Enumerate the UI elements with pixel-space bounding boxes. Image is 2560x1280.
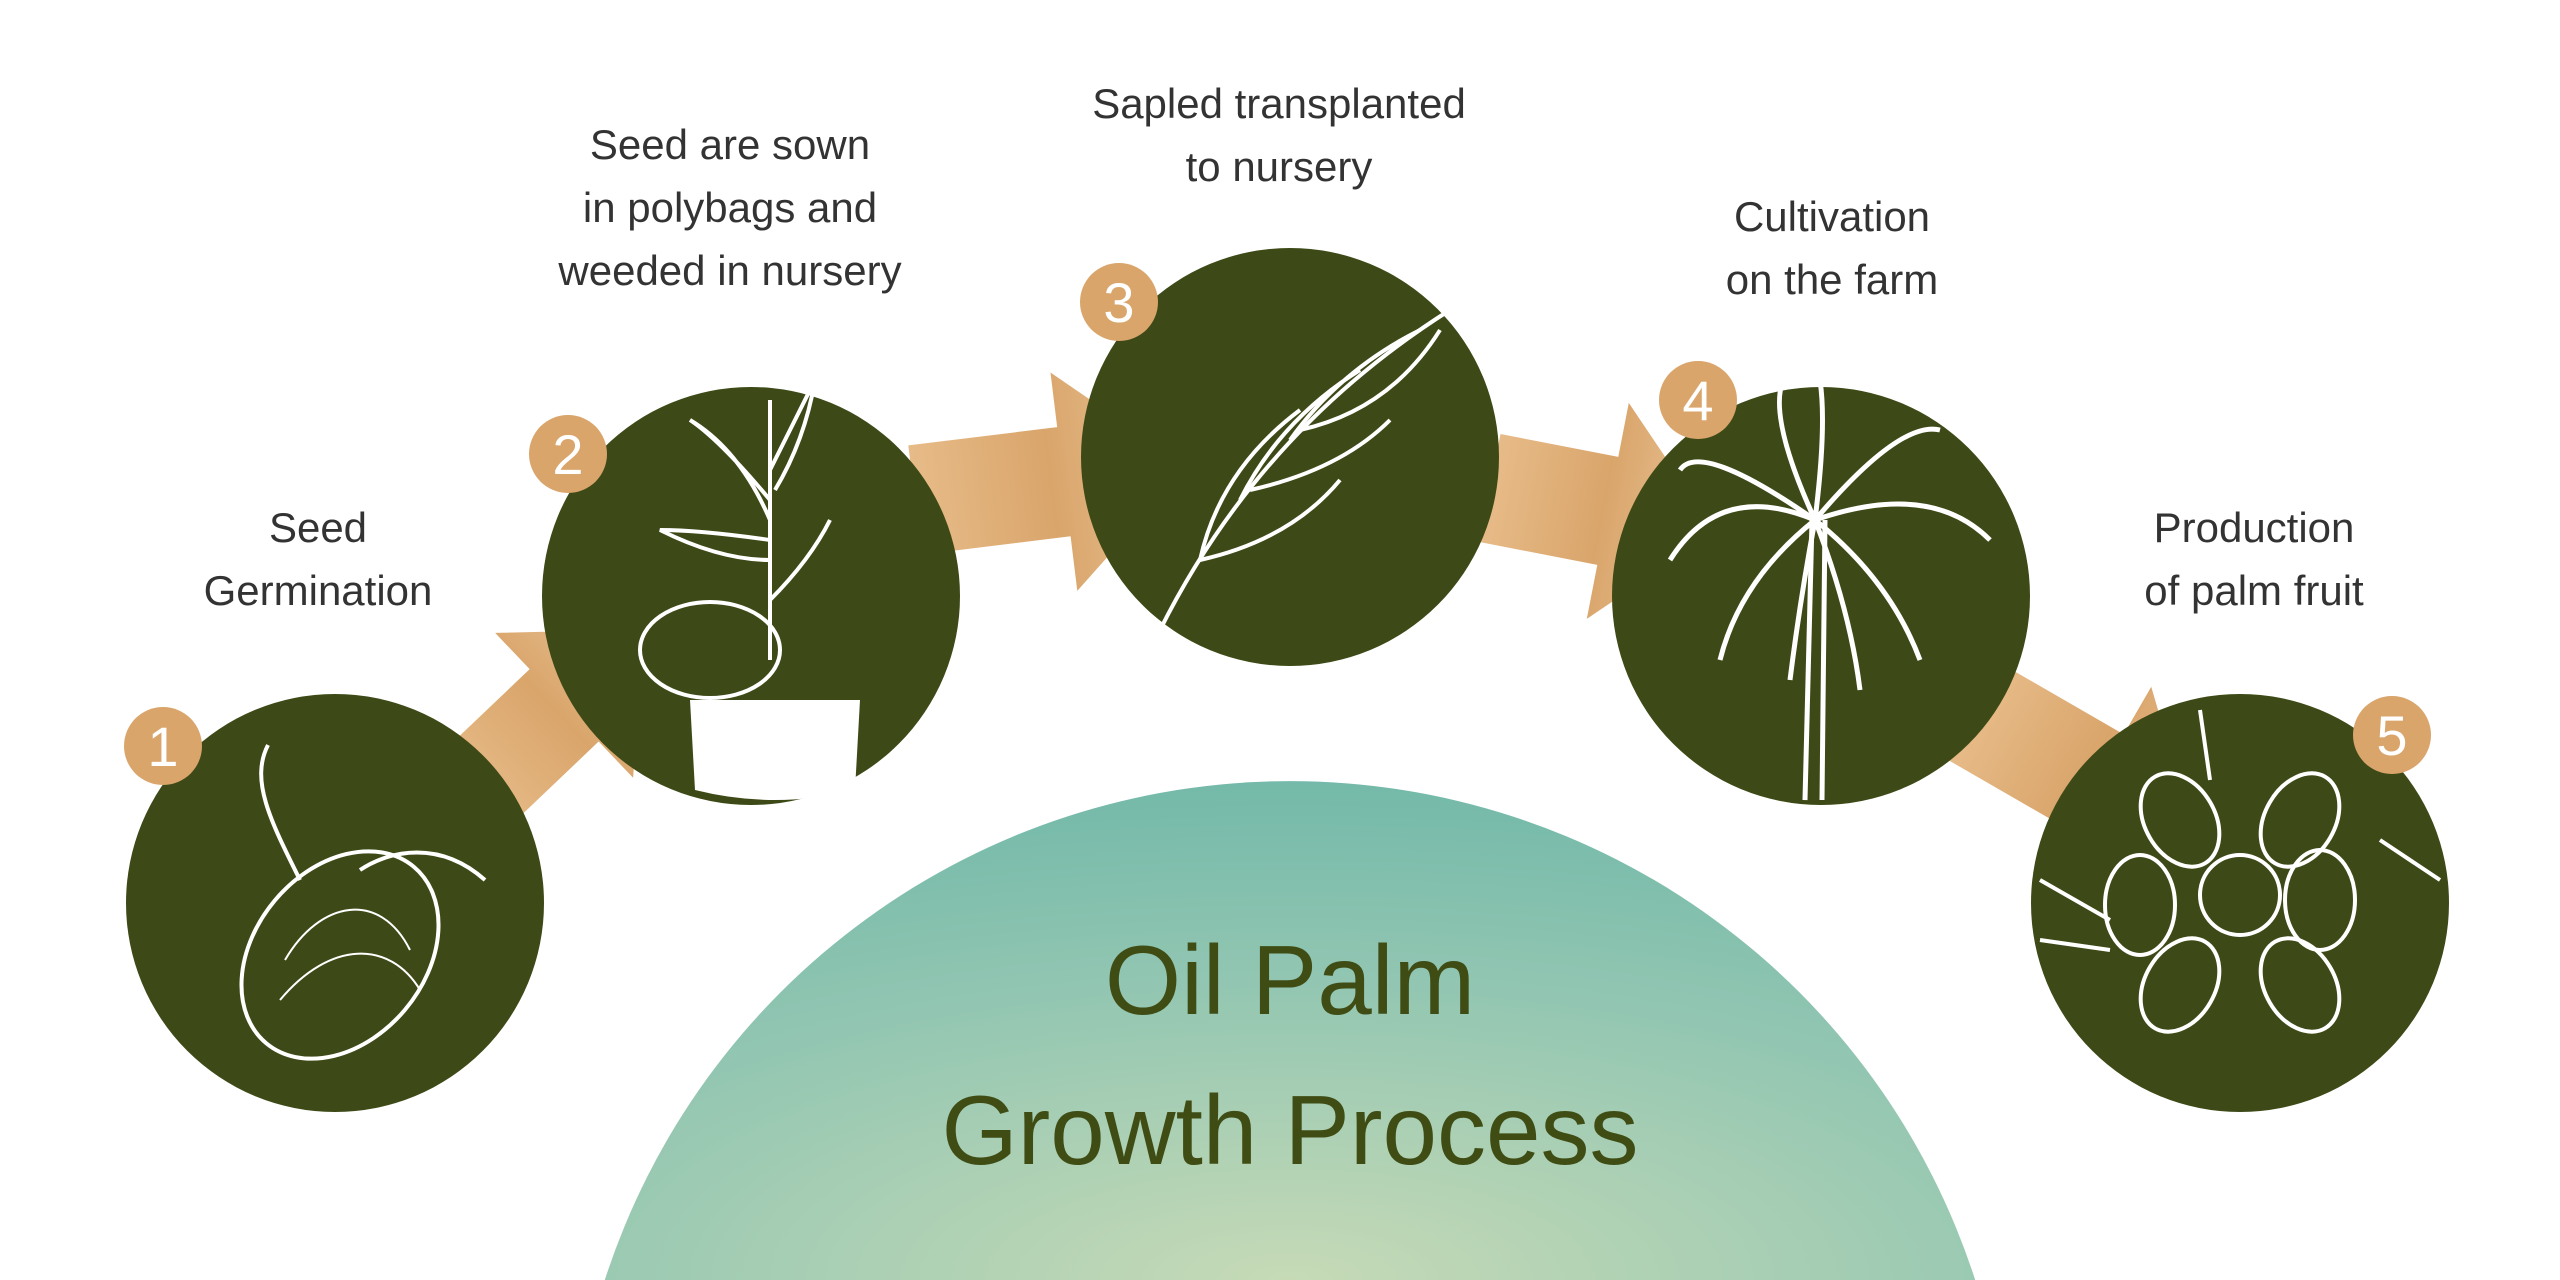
step-4-badge: 4 (1659, 361, 1737, 439)
step-1-label: Seed Germination (204, 496, 433, 622)
title-line-1: Oil Palm (1104, 925, 1476, 1035)
step-1-circle (126, 694, 544, 1112)
step-1-badge: 1 (124, 707, 202, 785)
step-5-label-line: of palm fruit (2144, 567, 2364, 614)
step-1-label-line: Seed (268, 504, 368, 551)
palm-tree-icon (1667, 359, 1992, 801)
step-3-label: Sapled transplanted to nursery (1092, 72, 1466, 198)
diagram-title: Oil Palm Growth Process (941, 905, 1638, 1205)
step-3-number: 3 (1103, 271, 1134, 334)
step-4-number: 4 (1682, 369, 1713, 432)
step-4-label-line: on the farm (1725, 256, 1939, 303)
palm-frond-icon (1158, 308, 1452, 631)
step-5-number: 5 (2376, 704, 2407, 767)
step-5-circle (2031, 694, 2449, 1112)
step-3-label-line: to nursery (1185, 143, 1373, 190)
step-5-badge: 5 (2353, 696, 2431, 774)
seedling-in-pot-icon (638, 379, 860, 800)
step-2-label-line: in polybags and (582, 184, 878, 231)
step-2-label-line: weeded in nursery (558, 247, 902, 294)
germinating-seed-icon (239, 744, 487, 1061)
step-2-circle (542, 379, 960, 805)
step-4-label-line: Cultivation (1733, 193, 1931, 240)
step-4-circle (1612, 359, 2030, 805)
step-2-badge: 2 (529, 415, 607, 493)
palm-fruit-bunch-icon (2039, 709, 2442, 1034)
step-2-number: 2 (552, 423, 583, 486)
step-1-label-line: Germination (203, 567, 433, 614)
step-3-badge: 3 (1080, 263, 1158, 341)
title-line-2: Growth Process (941, 1075, 1639, 1185)
step-3-circle (1081, 248, 1499, 666)
step-1-number: 1 (147, 715, 178, 778)
step-4-label: Cultivation on the farm (1726, 185, 1938, 311)
step-3-label-line: Sapled transplanted (1092, 80, 1466, 127)
step-2-label: Seed are sown in polybags and weeded in … (558, 113, 901, 302)
step-2-label-line: Seed are sown (589, 121, 871, 168)
step-5-label: Production of palm fruit (2144, 496, 2363, 622)
step-5-label-line: Production (2153, 504, 2355, 551)
central-dome (604, 781, 1976, 1280)
